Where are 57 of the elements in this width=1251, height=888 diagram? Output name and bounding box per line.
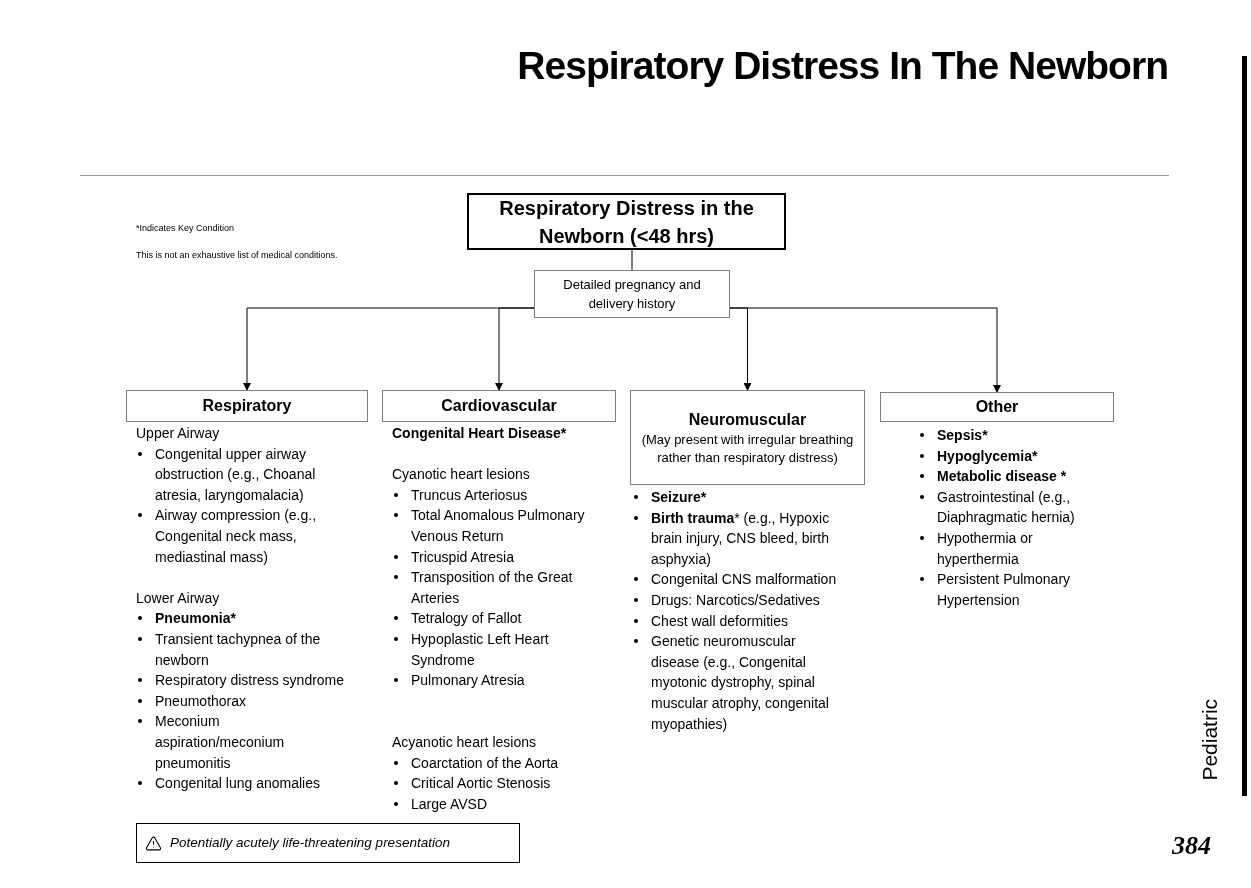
list-item: Total Anomalous Pulmonary Venous Return (411, 506, 586, 546)
list-item: Respiratory distress syndrome (155, 671, 345, 691)
list-item: Truncus Arteriosus (411, 485, 528, 505)
list-item: Hypoglycemia* (937, 446, 1038, 466)
note-text: Potentially acutely life-threatening presentation (170, 833, 450, 852)
list-item: Transposition of the Great Arteries (411, 568, 574, 608)
list-item: Transient tachypnea of the newborn (155, 629, 322, 670)
list-item: Hypothermia or hyperthermia (937, 528, 1034, 569)
title-box (467, 193, 786, 250)
list-item: Sepsis* (937, 426, 988, 445)
list-item: Coarctation of the Aorta (411, 753, 559, 773)
list-item: Tricuspid Atresia (411, 547, 514, 567)
list-item: Metabolic disease * (937, 467, 1067, 487)
category-heading: Neuromuscular (688, 409, 807, 430)
list-heading: Upper Airway (136, 424, 221, 443)
category-note: (May present with irregular breathing rather than respiratory distress) (640, 430, 855, 467)
category-heading: Respiratory (202, 396, 292, 416)
list-item: Chest wall deformities (651, 611, 788, 631)
page-number: 384 (1172, 830, 1211, 862)
list-item: Pneumothorax (155, 691, 247, 711)
list-item: Seizure* (651, 488, 707, 507)
category-box (126, 390, 368, 422)
list-heading: Congenital Heart Disease* (392, 424, 568, 443)
list-item: Tetralogy of Fallot (411, 609, 522, 629)
list-item: Birth trauma* (e.g., Hypoxic brain injury, CNS bleed, birth asphyxia) (651, 508, 831, 569)
list-item: Persistent Pulmonary Hypertension (937, 570, 1072, 610)
list-item: Pulmonary Atresia (411, 671, 525, 691)
list-item: Congenital CNS malformation (651, 570, 837, 590)
list-item: Congenital upper airway obstruction (e.g., Choanal atresia, laryngomalacia) (155, 444, 317, 505)
list-item: Pneumonia* (155, 609, 236, 629)
category-heading: Cardiovascular (441, 396, 557, 416)
category-box (880, 392, 1114, 422)
list-heading: Lower Airway (136, 588, 221, 608)
note-text: This is not an exhaustive list of medical conditions. (136, 249, 338, 262)
connector-arrow (729, 307, 1001, 393)
category-heading: Other (975, 397, 1019, 417)
list-item: Genetic neuromuscular disease (e.g., Congenital myotonic dystrophy, spinal muscular atrophy, congenital myopathies) (651, 632, 830, 734)
note-box (136, 823, 520, 863)
list-item: Critical Aortic Stenosis (411, 774, 551, 794)
box-heading: Respiratory Distress in the Newborn (<48 hrs) (498, 195, 755, 249)
connector-arrow (495, 307, 535, 391)
section-label: Pediatric (1197, 699, 1223, 781)
list-item: Meconium aspiration/meconium pneumonitis (155, 712, 286, 773)
list-item: Hypoplastic Left Heart Syndrome (411, 629, 550, 670)
list-heading: Cyanotic heart lesions (392, 465, 531, 485)
note-text: *Indicates Key Condition (136, 222, 235, 235)
category-box (382, 390, 616, 422)
list-item: Drugs: Narcotics/Sedatives (651, 590, 820, 610)
list-item: Large AVSD (411, 794, 487, 814)
list-item: Gastrointestinal (e.g., Diaphragmatic hernia) (937, 487, 1076, 528)
list-item: Congenital lung anomalies (155, 774, 320, 794)
box-text: Detailed pregnancy and delivery history (562, 276, 702, 313)
category-box (630, 390, 865, 485)
page-title: Respiratory Distress In The Newborn (517, 43, 1168, 89)
process-box (534, 270, 730, 318)
list-heading: Acyanotic heart lesions (392, 732, 537, 752)
list-item: Airway compression (e.g., Congenital neck mass, mediastinal mass) (155, 506, 318, 567)
